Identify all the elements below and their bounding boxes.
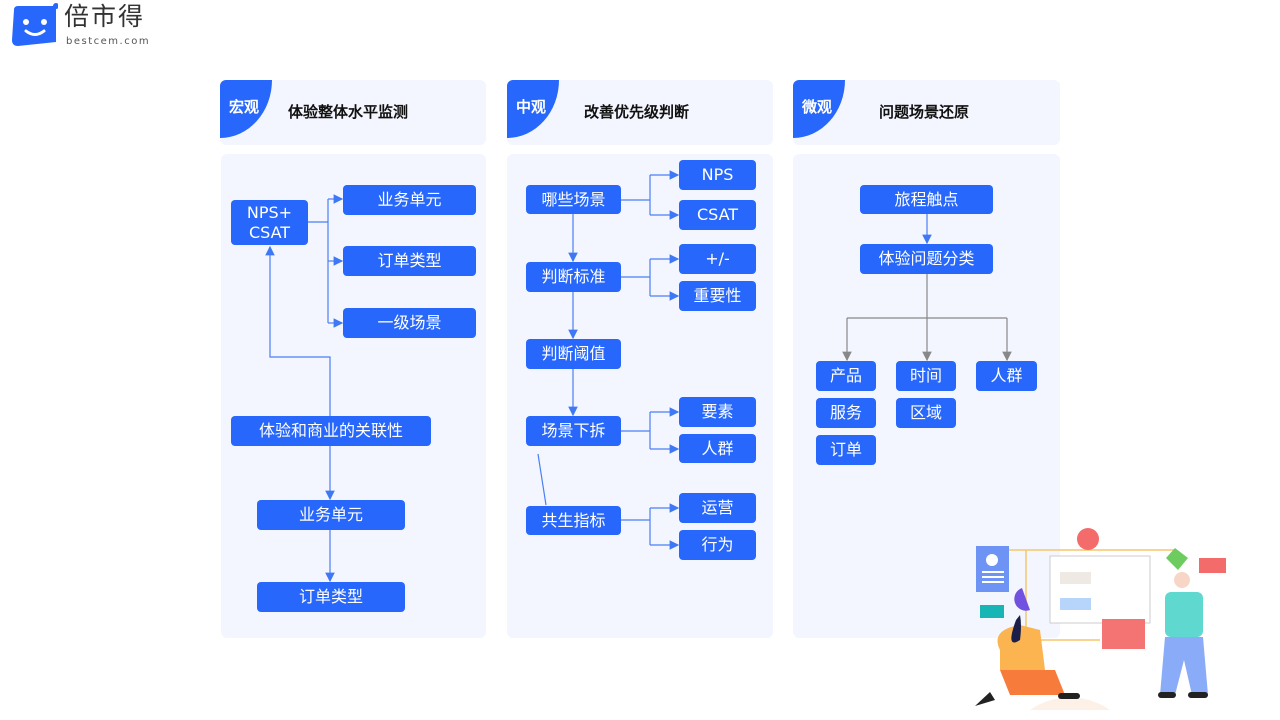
judgment-criteria-box: 判断标准	[526, 262, 621, 292]
nps-label: NPS+	[246, 202, 293, 222]
micro-crowd-box: 人群	[976, 361, 1037, 391]
service-box: 服务	[816, 398, 876, 428]
macro-business-unit-box: 业务单元	[343, 185, 476, 215]
experience-issue-category-box: 体验问题分类	[860, 244, 993, 274]
micro-title: 问题场景还原	[879, 103, 970, 121]
nps-csat-box: NPS+ CSAT	[231, 200, 308, 245]
operations-box: 运营	[679, 493, 756, 523]
journey-touchpoint-box: 旅程触点	[860, 185, 993, 214]
behavior-box: 行为	[679, 530, 756, 560]
importance-box: 重要性	[679, 281, 756, 311]
logo-domain: bestcem.com	[66, 36, 151, 47]
order-box: 订单	[816, 435, 876, 465]
meso-title: 改善优先级判断	[584, 103, 690, 121]
team-collaboration-illustration	[975, 528, 1226, 710]
business-unit-box: 业务单元	[257, 500, 405, 530]
csat-label: CSAT	[248, 222, 291, 242]
product-box: 产品	[816, 361, 876, 391]
which-scenes-box: 哪些场景	[526, 185, 621, 214]
plus-minus-box: +/-	[679, 244, 756, 274]
macro-header: 宏观 体验整体水平监测	[220, 80, 486, 145]
logo-smiley-icon	[12, 3, 58, 46]
judgment-threshold-box: 判断阈值	[526, 339, 621, 369]
experience-business-correlation-box: 体验和商业的关联性	[231, 416, 431, 446]
macro-title: 体验整体水平监测	[288, 103, 409, 121]
elements-box: 要素	[679, 397, 756, 427]
crowd-box: 人群	[679, 434, 756, 463]
level1-scene-box: 一级场景	[343, 308, 476, 338]
region-box: 区域	[896, 398, 956, 428]
macro-order-type-box: 订单类型	[343, 246, 476, 276]
logo: 倍市得 bestcem.com	[10, 0, 170, 50]
micro-header: 微观 问题场景还原	[793, 80, 1060, 145]
meso-header: 中观 改善优先级判断	[507, 80, 773, 145]
csat-box: CSAT	[679, 200, 756, 230]
order-type-box: 订单类型	[257, 582, 405, 612]
nps-box: NPS	[679, 160, 756, 190]
time-box: 时间	[896, 361, 956, 391]
scene-breakdown-box: 场景下拆	[526, 416, 621, 446]
symbiotic-metrics-box: 共生指标	[526, 506, 621, 535]
logo-name: 倍市得	[64, 2, 146, 31]
